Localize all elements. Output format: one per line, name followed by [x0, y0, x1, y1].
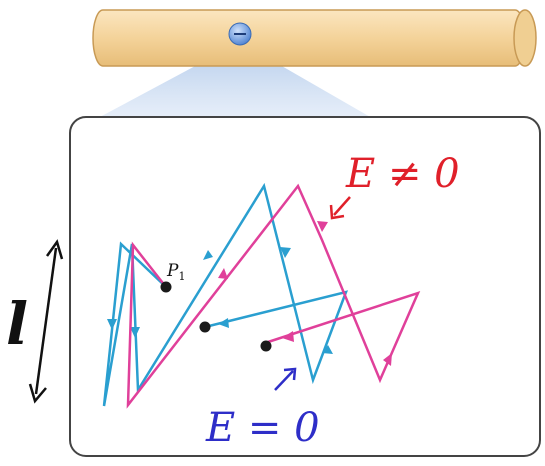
point-label: P1: [166, 261, 185, 283]
start-point-p1: [160, 281, 172, 293]
arrowhead: [107, 319, 117, 330]
double-headed-arrow-icon: [28, 239, 64, 404]
minus-charge-icon: [228, 22, 252, 46]
end-point-zero-field: [199, 321, 211, 333]
length-label: l: [6, 290, 28, 358]
field-zero-label: E = 0: [205, 405, 320, 451]
arrowhead: [218, 318, 229, 328]
arrowhead: [282, 331, 294, 342]
arrowhead: [317, 221, 328, 232]
pointer-arrow-nonzero: [329, 196, 351, 220]
end-point-nonzero-field: [260, 340, 272, 352]
arrowhead: [280, 247, 291, 258]
arrowhead: [322, 345, 333, 354]
arrowhead: [203, 250, 213, 260]
zoom-cone: [98, 42, 372, 118]
pointer-arrow-zero: [274, 367, 297, 391]
wire: [92, 9, 537, 67]
field-nonzero-label: E ≠ 0: [345, 151, 460, 197]
magnified-panel: [69, 116, 541, 457]
arrowhead: [383, 353, 392, 366]
arrowhead: [130, 327, 140, 338]
path-nonzero-field: [126, 183, 421, 409]
arrowhead: [218, 268, 228, 279]
